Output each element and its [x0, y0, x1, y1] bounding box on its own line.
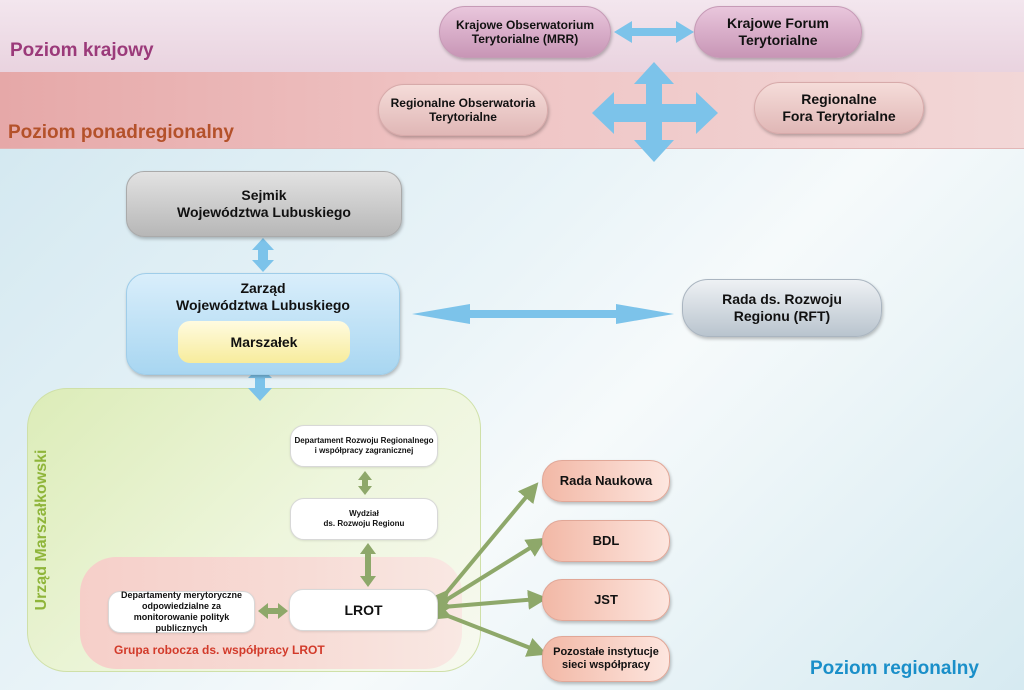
wydzial-node: Wydział ds. Rozwoju Regionu [290, 498, 438, 540]
regionalne-fora-node: Regionalne Fora Terytorialne [754, 82, 924, 134]
lrot-node: LROT [289, 589, 438, 631]
rada-naukowa-node: Rada Naukowa [542, 460, 670, 502]
departamenty-merytoryczne-node: Departamenty merytoryczne odpowiedzialne… [108, 590, 255, 633]
wydzial-lrot-arrow [360, 543, 376, 587]
lrot-bdl-arrow [429, 537, 547, 616]
sejmik-node: Sejmik Województwa Lubuskiego [126, 171, 402, 237]
departament-wydzial-arrow [358, 471, 372, 495]
departamenty-lrot-arrow [258, 603, 288, 619]
marszalek-node: Marszałek [178, 321, 350, 363]
regionalne-obserwatoria-node: Regionalne Obserwatoria Terytorialne [378, 84, 548, 136]
lrot-working-group-label: Grupa robocza ds. współpracy LROT [114, 643, 325, 657]
four-way-arrow [592, 62, 718, 162]
pozostale-instytucje-node: Pozostałe instytucje sieci współpracy [542, 636, 670, 682]
supraregional-level-label: Poziom ponadregionalny [8, 122, 234, 143]
departament-rozwoju-node: Departament Rozwoju Regionalnego i współ… [290, 425, 438, 467]
zarzad-rft-arrow [412, 304, 674, 324]
jst-node: JST [542, 579, 670, 621]
national-double-arrow [614, 21, 694, 43]
national-level-label: Poziom krajowy [10, 40, 154, 61]
lrot-pozostale-arrow [430, 601, 548, 657]
regional-level-label: Poziom regionalny [810, 658, 979, 679]
bdl-node: BDL [542, 520, 670, 562]
krajowe-forum-node: Krajowe Forum Terytorialne [694, 6, 862, 58]
sejmik-zarzad-arrow [252, 238, 274, 272]
zarzad-label: Zarząd Województwa Lubuskiego [176, 280, 350, 313]
lrot-jst-arrow [432, 589, 548, 618]
lrot-rada-naukowa-arrow [428, 482, 539, 612]
rada-rft-node: Rada ds. Rozwoju Regionu (RFT) [682, 279, 882, 337]
krajowe-obserwatorium-node: Krajowe Obserwatorium Terytorialne (MRR) [439, 6, 611, 58]
